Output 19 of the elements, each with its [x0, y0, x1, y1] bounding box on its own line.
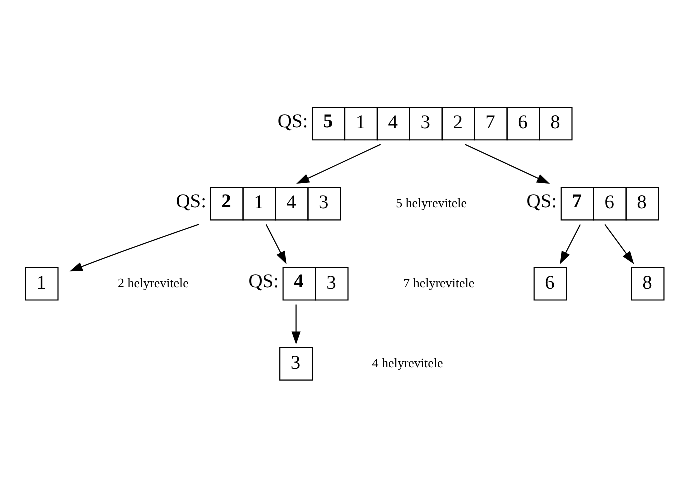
- node-box: 3: [280, 346, 314, 380]
- label: 4 helyrevitele: [372, 354, 444, 370]
- label: 5 helyrevitele: [396, 194, 468, 210]
- node-label: QS:: [248, 271, 279, 292]
- arrow: [266, 224, 287, 264]
- node-label: QS:: [526, 191, 558, 212]
- arrow: [465, 144, 550, 184]
- label: 7 helyrevitele: [404, 274, 475, 290]
- node-label: QS:: [176, 191, 206, 212]
- arrow: [560, 224, 582, 264]
- node-box: 6: [534, 266, 568, 300]
- arrow: [292, 304, 301, 344]
- arrow: [70, 224, 200, 272]
- label: 2 helyrevitele: [118, 274, 189, 290]
- arrow: [604, 224, 634, 264]
- node-box: 1: [25, 266, 59, 300]
- node-label: QS:: [278, 111, 308, 132]
- node-box: 8: [631, 266, 665, 300]
- arrow: [296, 144, 382, 184]
